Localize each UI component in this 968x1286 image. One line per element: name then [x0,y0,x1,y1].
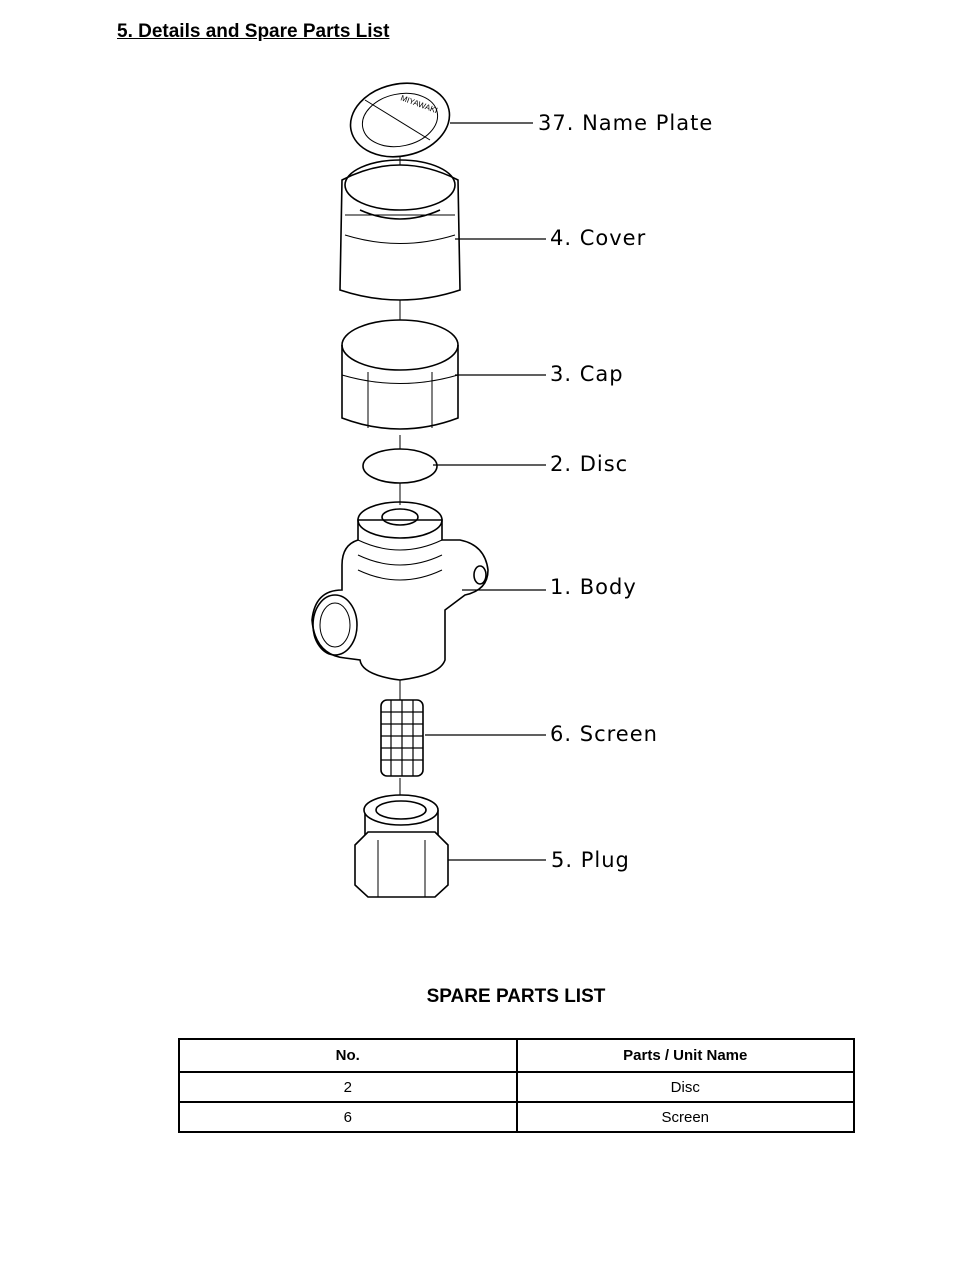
exploded-parts-diagram: MIYAWAKI [311,82,546,898]
spare-parts-table: No. Parts / Unit Name 2 Disc 6 Screen [178,1038,855,1133]
screen-part [380,699,424,777]
header-parts-name: Parts / Unit Name [515,1038,855,1073]
table-row: 6 Screen [178,1101,855,1133]
label-screen: 6. Screen [550,722,658,746]
label-plug: 5. Plug [551,848,630,872]
table-row: 2 Disc [178,1071,855,1103]
cover-part [339,159,461,301]
label-disc: 2. Disc [550,452,629,476]
plug-part [354,794,449,898]
section-heading: 5. Details and Spare Parts List [117,21,390,42]
leader-lines [425,122,546,861]
name-plate-part: MIYAWAKI [349,82,451,158]
cell-no: 2 [178,1071,518,1103]
disc-part [362,448,438,484]
spare-parts-title: SPARE PARTS LIST [426,986,606,1007]
label-cover: 4. Cover [550,226,647,250]
table-header-row: No. Parts / Unit Name [178,1038,855,1073]
label-name-plate: 37. Name Plate [538,111,714,135]
cell-name: Disc [515,1071,855,1103]
label-body: 1. Body [550,575,637,599]
cap-part [341,319,459,430]
body-part [311,501,489,681]
label-cap: 3. Cap [550,362,624,386]
cell-name: Screen [515,1101,855,1133]
cell-no: 6 [178,1101,518,1133]
header-no: No. [178,1038,518,1073]
